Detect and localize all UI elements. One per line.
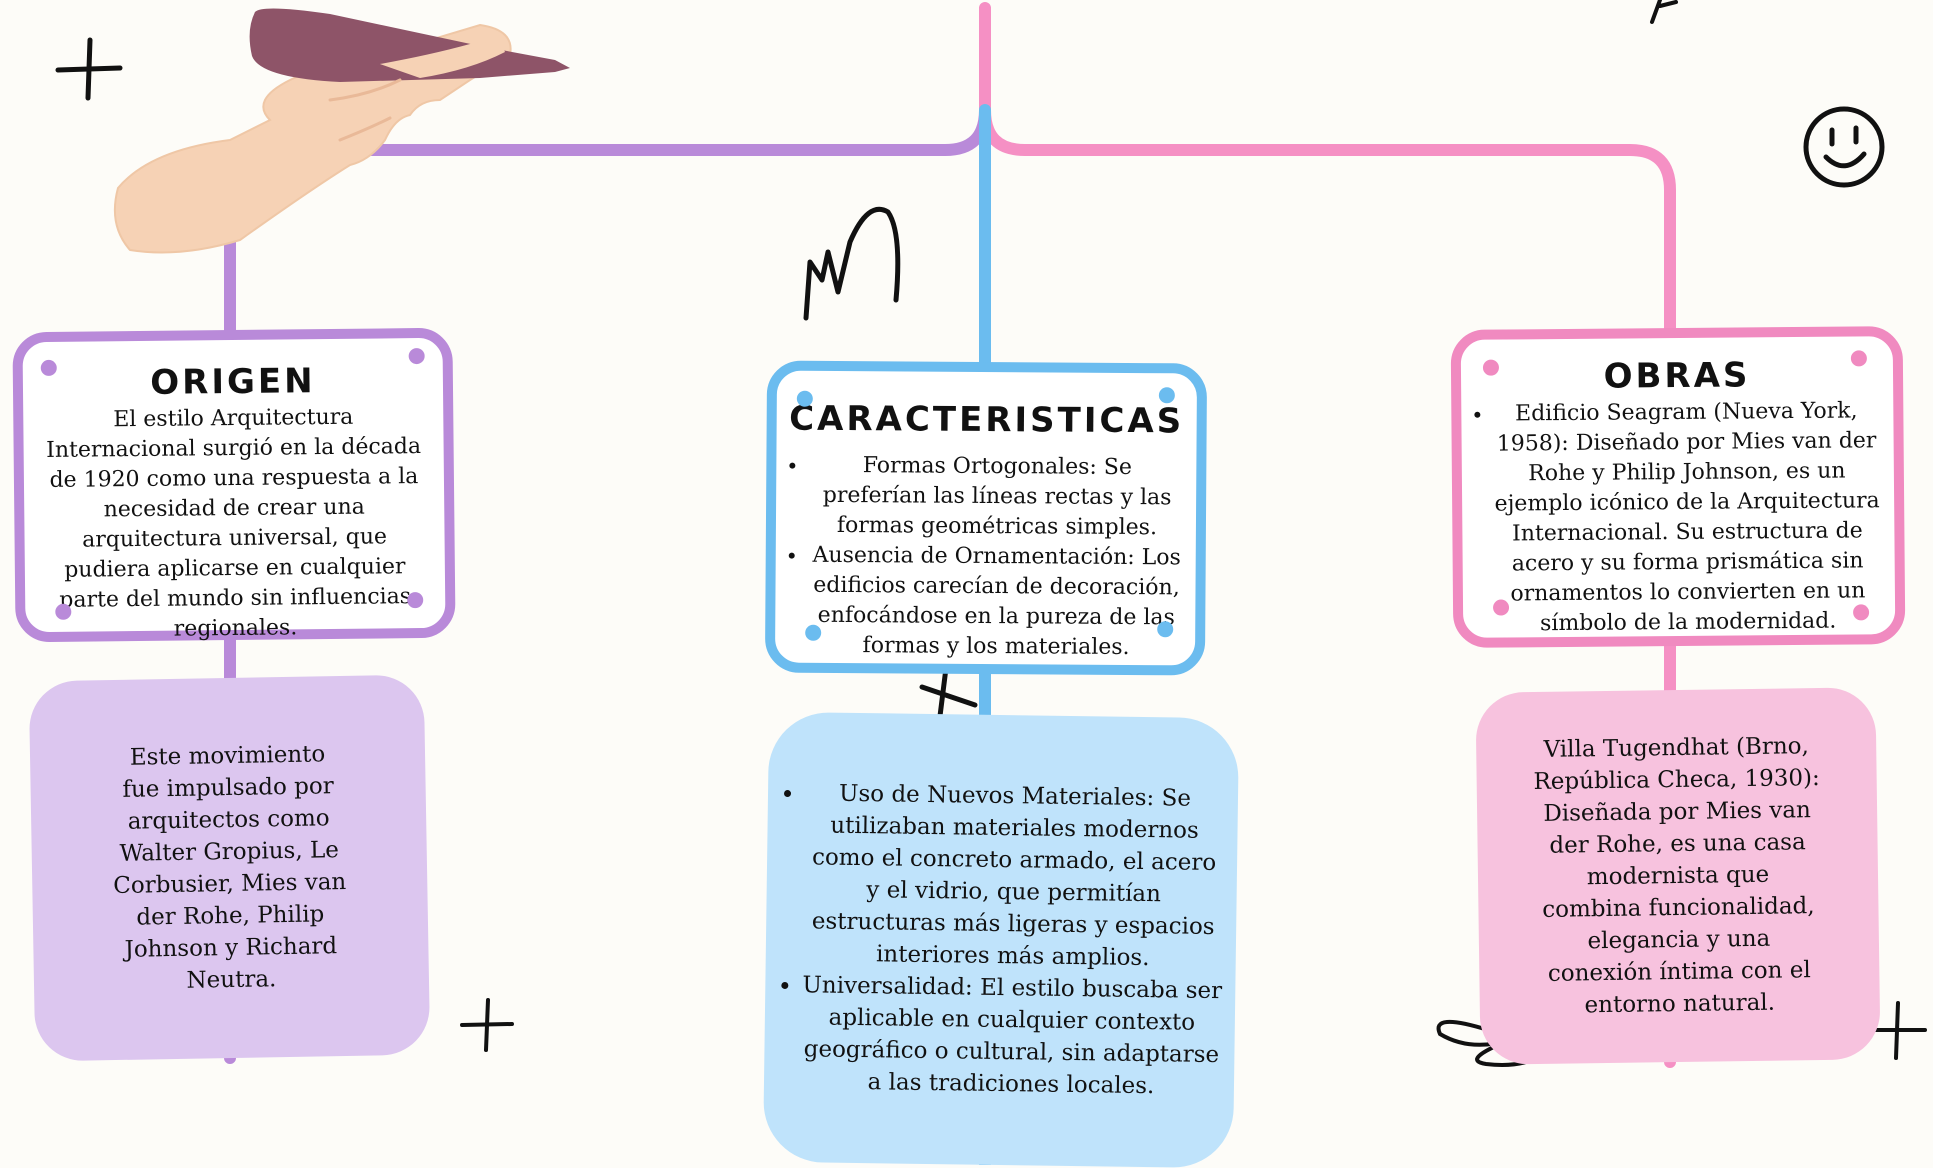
- hand-marker-icon: [113, 8, 570, 254]
- decor-dot: [407, 592, 424, 609]
- decor-dot: [1492, 599, 1510, 616]
- decor-dot: [796, 390, 813, 407]
- caracteristicas-title: CARACTERISTICAS: [789, 398, 1185, 442]
- plus-icon: [460, 998, 514, 1052]
- decor-dot: [408, 347, 425, 365]
- list-item: Universalidad: El estilo buscaba ser apl…: [800, 969, 1224, 1103]
- list-item: Uso de Nuevos Materiales: Se utilizaban …: [802, 777, 1227, 975]
- origen-detail-text: Este movimiento fue impulsado por arquit…: [113, 741, 347, 994]
- decor-dot: [1482, 359, 1500, 376]
- obras-title: OBRAS: [1603, 355, 1751, 397]
- plus-icon: [1868, 1001, 1927, 1060]
- obras-detail-card: Villa Tugendhat (Brno, República Checa, …: [1475, 687, 1881, 1065]
- obras-list: Edificio Seagram (Nueva York, 1958): Dis…: [1461, 396, 1895, 640]
- obras-detail-text: Villa Tugendhat (Brno, República Checa, …: [1533, 733, 1820, 1019]
- caracteristicas-detail-list: Uso de Nuevos Materiales: Se utilizaban …: [764, 777, 1238, 1104]
- origen-detail-card: Este movimiento fue impulsado por arquit…: [28, 674, 431, 1062]
- origen-title: ORIGEN: [150, 361, 316, 403]
- decor-dot: [1850, 350, 1867, 367]
- smiley-icon: [1803, 106, 1885, 188]
- decor-dot: [1157, 621, 1174, 638]
- scribble-icon: [1650, 0, 1678, 24]
- decor-dot: [1158, 387, 1175, 404]
- origen-box: ORIGEN El estilo Arquitectura Internacio…: [12, 327, 456, 643]
- list-item: Ausencia de Ornamentación: Los edificios…: [807, 541, 1186, 664]
- list-item: Edificio Seagram (Nueva York, 1958): Dis…: [1493, 396, 1881, 639]
- decor-dot: [805, 624, 822, 641]
- decor-dot: [40, 359, 57, 377]
- obras-box: OBRAS Edificio Seagram (Nueva York, 1958…: [1450, 326, 1906, 648]
- caracteristicas-detail-card: Uso de Nuevos Materiales: Se utilizaban …: [762, 711, 1240, 1168]
- plus-icon: [55, 37, 123, 101]
- caracteristicas-box: CARACTERISTICAS Formas Ortogonales: Se p…: [764, 360, 1208, 676]
- decor-dot: [55, 603, 72, 620]
- caracteristicas-list: Formas Ortogonales: Se preferían las lín…: [775, 451, 1196, 664]
- decor-dot: [1853, 604, 1870, 621]
- list-item: Formas Ortogonales: Se preferían las lín…: [808, 451, 1187, 544]
- origen-text: El estilo Arquitectura Internacional sur…: [46, 404, 422, 642]
- cross-icon: [919, 665, 978, 719]
- scribble-icon: [803, 206, 901, 321]
